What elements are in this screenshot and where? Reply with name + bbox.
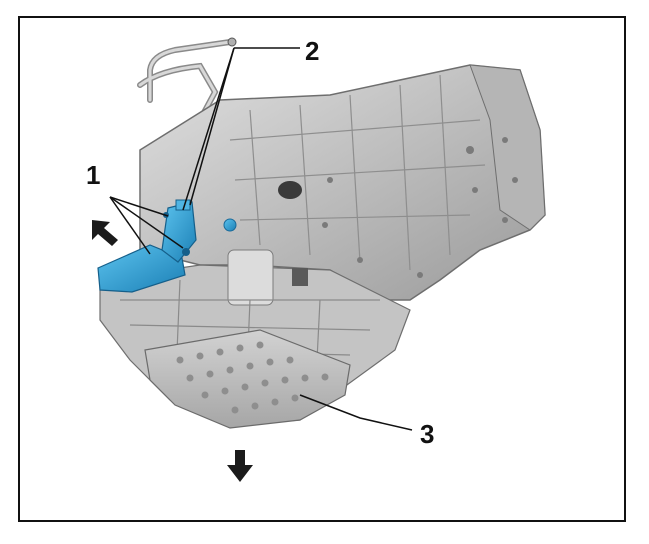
callout-number-2: 2 bbox=[305, 36, 320, 66]
callout-1-leaders bbox=[109, 196, 184, 255]
oil-pan bbox=[144, 329, 351, 429]
bolt-icon bbox=[227, 37, 237, 47]
callout-2-leaders bbox=[182, 47, 300, 211]
callout-3-leader bbox=[299, 394, 413, 431]
callout-number-1: 1 bbox=[86, 160, 101, 190]
oil-line-connector bbox=[97, 199, 197, 293]
arrow-down-icon bbox=[227, 450, 253, 482]
transmission-case bbox=[139, 64, 546, 301]
callout-number-3: 3 bbox=[420, 419, 435, 449]
arrow-up-left-icon bbox=[92, 220, 118, 246]
